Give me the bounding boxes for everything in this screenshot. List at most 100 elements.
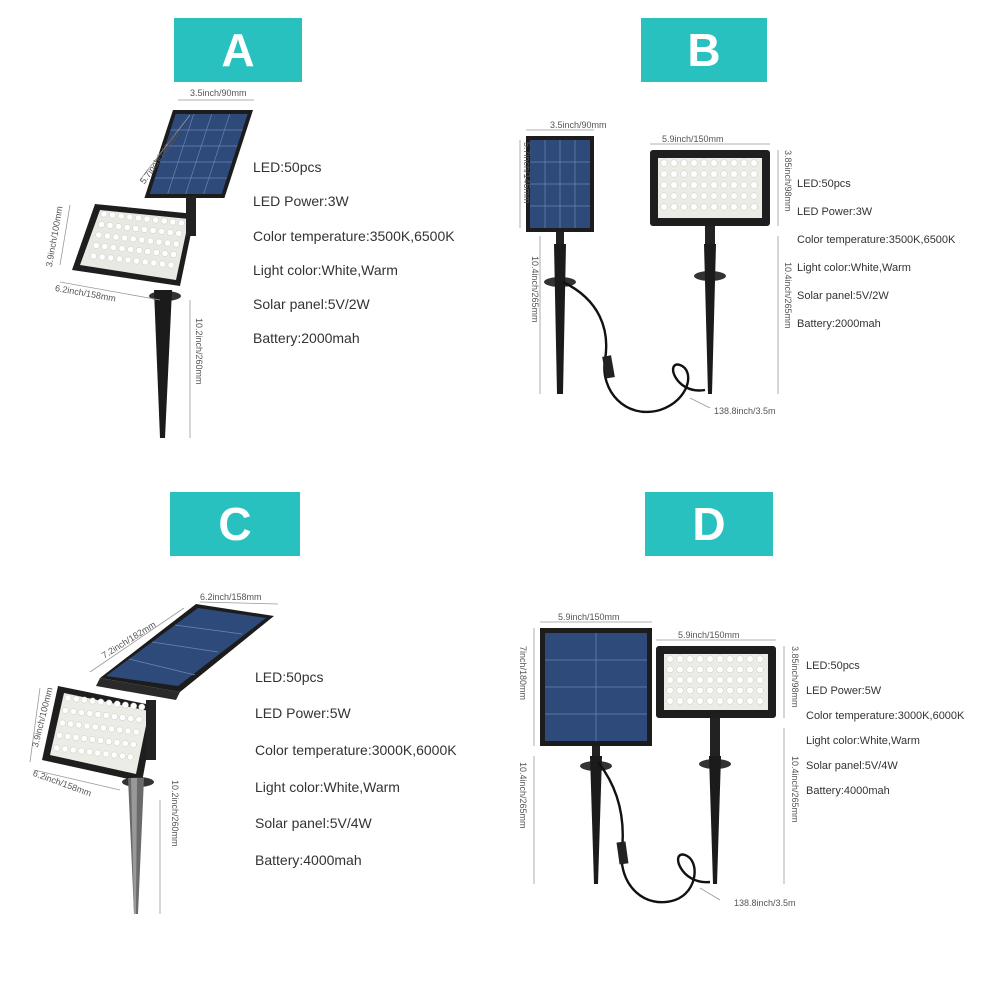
led-dot: [141, 226, 148, 233]
dim-panel-width: 3.5inch/90mm: [190, 88, 247, 98]
led-dot: [160, 217, 168, 225]
led-dot: [97, 737, 104, 744]
led-dot: [97, 698, 105, 706]
led-dot: [159, 260, 166, 268]
led-dot: [750, 170, 758, 178]
led-dot: [666, 655, 674, 663]
ground-stake-icon: [580, 746, 612, 884]
cable-icon: [562, 280, 706, 413]
led-dot: [710, 181, 718, 189]
led-dot: [686, 686, 694, 695]
led-dot: [736, 665, 744, 674]
led-dot: [130, 741, 137, 748]
led-dot: [121, 234, 128, 242]
solar-panel-icon: [526, 136, 594, 232]
led-dot: [56, 732, 63, 739]
led-dot: [98, 221, 105, 228]
led-dot: [135, 247, 143, 254]
led-dot: [116, 255, 123, 263]
led-dot: [59, 719, 66, 727]
led-dot: [746, 676, 754, 684]
led-dot: [680, 170, 688, 178]
solar-floodlight-illustration-b: [519, 129, 779, 413]
led-dot: [152, 216, 159, 224]
led-dot: [116, 726, 124, 734]
led-dot: [72, 734, 80, 741]
led-dot: [91, 723, 99, 731]
led-dot: [730, 192, 738, 200]
led-dot: [720, 170, 728, 178]
led-dot: [700, 192, 708, 200]
led-dot: [670, 170, 678, 178]
spec-color-temperature: Color temperature:3500K,6500K: [797, 234, 956, 246]
solar-floodlight-illustration-c: [29, 601, 279, 914]
led-dot: [726, 676, 734, 684]
led-dot: [118, 245, 126, 252]
led-dot: [746, 665, 754, 674]
spec-light-color: Light color:White,Warm: [806, 735, 920, 747]
led-dot: [164, 239, 171, 247]
solar-floodlight-illustration-d: [533, 621, 785, 904]
led-dot: [130, 702, 137, 710]
spec-light-color: Light color:White,Warm: [255, 779, 400, 795]
led-grid-b: [660, 159, 758, 211]
led-dot: [706, 676, 714, 684]
spec-led-count: LED:50pcs: [255, 669, 324, 685]
led-dot: [756, 686, 764, 695]
ground-stake-icon: [694, 226, 726, 394]
led-dot: [756, 697, 764, 705]
led-dot: [670, 192, 678, 200]
led-dot: [666, 697, 674, 705]
product-variant-d: D: [500, 492, 1000, 1000]
led-dot: [89, 736, 96, 743]
led-dot: [166, 229, 174, 236]
led-dot: [113, 739, 121, 746]
led-dot: [730, 170, 738, 178]
product-variant-c: C: [0, 492, 500, 1000]
led-dot: [138, 236, 146, 244]
led-dot: [113, 700, 121, 708]
led-dot: [736, 676, 744, 684]
led-dot: [750, 181, 758, 189]
variant-label-a: A: [174, 18, 302, 82]
led-dot: [172, 240, 180, 248]
led-dot: [89, 697, 96, 705]
led-dot: [700, 159, 708, 167]
ground-stake-icon: [122, 700, 156, 914]
led-dot: [706, 655, 714, 663]
spec-solar-panel: Solar panel:5V/4W: [255, 815, 372, 831]
dim-light-width: 5.9inch/150mm: [662, 134, 724, 144]
led-dot: [666, 665, 674, 674]
spec-led-count: LED:50pcs: [797, 178, 851, 190]
led-dot: [700, 203, 708, 211]
led-dot: [119, 752, 126, 760]
led-dot: [746, 686, 754, 695]
led-dot: [710, 159, 718, 167]
led-dot: [740, 192, 748, 200]
spec-battery: Battery:4000mah: [255, 852, 362, 868]
led-dot: [730, 203, 738, 211]
led-dot: [730, 181, 738, 189]
led-dot: [720, 192, 728, 200]
spec-solar-panel: Solar panel:5V/2W: [253, 296, 370, 312]
led-dot: [81, 696, 88, 704]
led-dot: [149, 227, 157, 234]
led-dot: [680, 159, 688, 167]
dim-cable-length: 138.8inch/3.5m: [734, 898, 796, 908]
led-dot: [100, 724, 107, 732]
led-dot: [726, 686, 734, 695]
led-dot: [53, 744, 61, 752]
led-dot: [716, 676, 724, 684]
led-dot: [86, 710, 94, 717]
led-dot: [104, 232, 111, 240]
led-dot: [676, 686, 684, 695]
led-dot: [670, 203, 678, 211]
led-dot: [78, 709, 85, 716]
led-dot: [153, 249, 160, 256]
led-dot: [706, 686, 714, 695]
led-dot: [700, 181, 708, 189]
led-dot: [61, 707, 69, 714]
led-dot: [112, 233, 120, 241]
led-dot: [105, 699, 113, 707]
led-dot: [109, 211, 116, 219]
